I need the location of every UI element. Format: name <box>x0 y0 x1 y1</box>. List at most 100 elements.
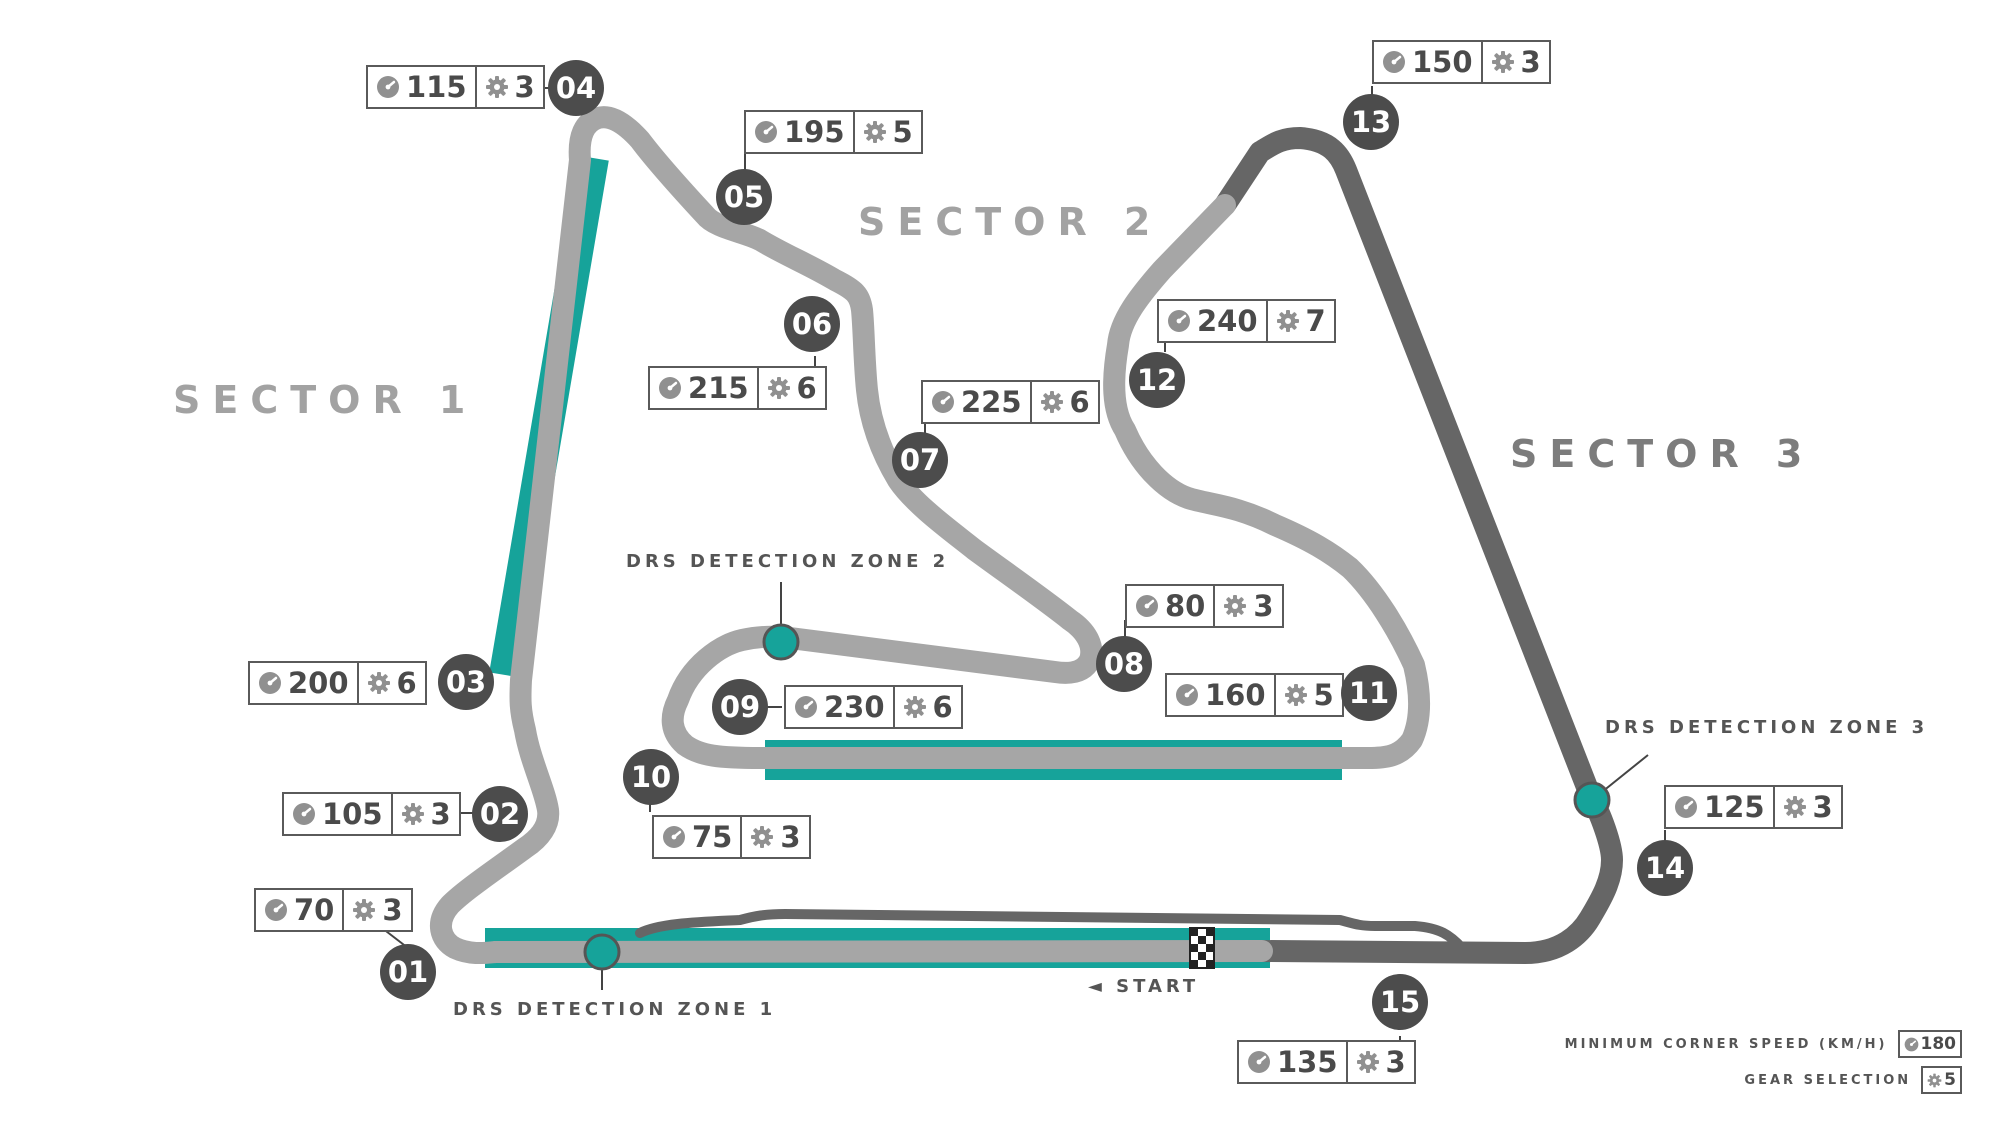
track <box>430 106 1623 965</box>
corner-gear: 3 <box>1520 45 1541 79</box>
speedometer-icon <box>932 391 954 413</box>
drs-detection-point-3 <box>1573 781 1611 819</box>
gear-icon <box>1927 1073 1942 1087</box>
corner-speed: 135 <box>1277 1045 1338 1079</box>
legend-gear-label: GEAR SELECTION <box>1744 1072 1912 1088</box>
speedometer-icon <box>663 826 685 848</box>
corner-speed: 215 <box>688 371 749 405</box>
drs-detection-points <box>583 623 1611 971</box>
speed-cell: 115 <box>368 67 475 107</box>
start-label: ◄ START <box>1088 976 1200 997</box>
speedometer-icon <box>1136 595 1158 617</box>
corner-gear: 6 <box>396 666 417 700</box>
corner-11-spec: 160 5 <box>1165 673 1344 717</box>
speedometer-icon <box>1168 310 1190 332</box>
checkered-flag-icon <box>1189 927 1215 969</box>
gear-icon <box>1783 796 1806 818</box>
speed-cell: 240 <box>1159 301 1266 341</box>
speedometer-icon <box>265 899 287 921</box>
corner-12-badge: 12 <box>1129 352 1185 408</box>
sector-1-label: SECTOR 1 <box>173 378 478 422</box>
corner-gear: 6 <box>932 690 953 724</box>
speedometer-icon <box>377 76 399 98</box>
corner-10-badge: 10 <box>623 749 679 805</box>
gear-icon <box>1224 595 1247 617</box>
gear-icon <box>485 76 508 98</box>
corner-gear: 3 <box>514 70 535 104</box>
corner-speed: 150 <box>1412 45 1473 79</box>
gear-icon <box>903 696 926 718</box>
corner-gear: 5 <box>892 115 913 149</box>
corner-gear: 3 <box>1812 790 1833 824</box>
gear-cell: 3 <box>1772 787 1841 827</box>
gear-cell: 5 <box>852 112 921 152</box>
speedometer-icon <box>1248 1051 1270 1073</box>
corner-speed: 240 <box>1197 304 1258 338</box>
speed-cell: 195 <box>746 112 853 152</box>
legend-speed-box: 180 <box>1897 1030 1962 1058</box>
speedometer-icon <box>1383 51 1405 73</box>
corner-speed: 70 <box>294 893 335 927</box>
corner-14-badge: 14 <box>1637 840 1693 896</box>
speed-cell: 80 <box>1127 586 1213 626</box>
gear-icon <box>1276 310 1299 332</box>
sector-2-label: SECTOR 2 <box>858 200 1163 244</box>
corner-gear: 3 <box>430 797 451 831</box>
legend-speed-label: MINIMUM CORNER SPEED (KM/H) <box>1564 1036 1888 1052</box>
corner-gear: 6 <box>1069 385 1090 419</box>
gear-icon <box>1356 1051 1379 1073</box>
speedometer-icon <box>1675 796 1697 818</box>
gear-icon <box>863 121 886 143</box>
corner-06-badge: 06 <box>784 296 840 352</box>
corner-speed: 105 <box>322 797 383 831</box>
speedometer-icon <box>1176 684 1198 706</box>
gear-cell: 6 <box>892 687 961 727</box>
corner-04-badge: 04 <box>548 60 604 116</box>
corner-speed: 195 <box>784 115 845 149</box>
speedometer-icon <box>293 803 315 825</box>
gear-cell: 7 <box>1265 301 1334 341</box>
corner-13-spec: 150 3 <box>1372 40 1551 84</box>
corner-09-badge: 09 <box>712 679 768 735</box>
drs-zone-1-label: DRS DETECTION ZONE 1 <box>453 999 777 1020</box>
drs-detection-point-2 <box>762 623 800 661</box>
corner-13-badge: 13 <box>1343 94 1399 150</box>
corner-11-badge: 11 <box>1341 665 1397 721</box>
corner-speed: 80 <box>1165 589 1206 623</box>
gear-icon <box>751 826 774 848</box>
legend-gear-example: 5 <box>1944 1070 1956 1090</box>
speed-cell: 160 <box>1167 675 1274 715</box>
gear-icon <box>767 377 790 399</box>
corner-speed: 225 <box>961 385 1022 419</box>
legend-gear: GEAR SELECTION 5 <box>1744 1066 1962 1094</box>
speedometer-icon <box>259 672 281 694</box>
gear-cell: 3 <box>740 817 808 857</box>
speedometer-icon <box>659 377 681 399</box>
speedometer-icon <box>755 121 777 143</box>
corner-02-spec: 105 3 <box>282 792 461 836</box>
legend-speed-example: 180 <box>1920 1034 1957 1054</box>
speed-cell: 70 <box>256 890 342 930</box>
speedometer-icon <box>1904 1037 1918 1051</box>
gear-cell: 6 <box>356 663 425 703</box>
corner-09-spec: 230 6 <box>784 685 963 729</box>
speed-cell: 75 <box>654 817 740 857</box>
track-sector3 <box>1214 127 1623 964</box>
gear-cell: 3 <box>1213 586 1281 626</box>
sector-3-label: SECTOR 3 <box>1510 432 1815 476</box>
gear-cell: 3 <box>1480 42 1549 82</box>
corner-gear: 6 <box>796 371 817 405</box>
speed-cell: 135 <box>1239 1042 1346 1082</box>
corner-10-spec: 75 3 <box>652 815 811 859</box>
gear-icon <box>353 899 376 921</box>
corner-06-spec: 215 6 <box>648 366 827 410</box>
corner-speed: 230 <box>824 690 885 724</box>
gear-icon <box>367 672 390 694</box>
pit-lane <box>635 909 1467 953</box>
speed-cell: 125 <box>1666 787 1773 827</box>
drs-zone-3-label: DRS DETECTION ZONE 3 <box>1605 717 1929 738</box>
gear-icon <box>401 803 424 825</box>
corner-speed: 125 <box>1704 790 1765 824</box>
legend-speed: MINIMUM CORNER SPEED (KM/H) 180 <box>1565 1030 1962 1058</box>
corner-12-spec: 240 7 <box>1157 299 1336 343</box>
